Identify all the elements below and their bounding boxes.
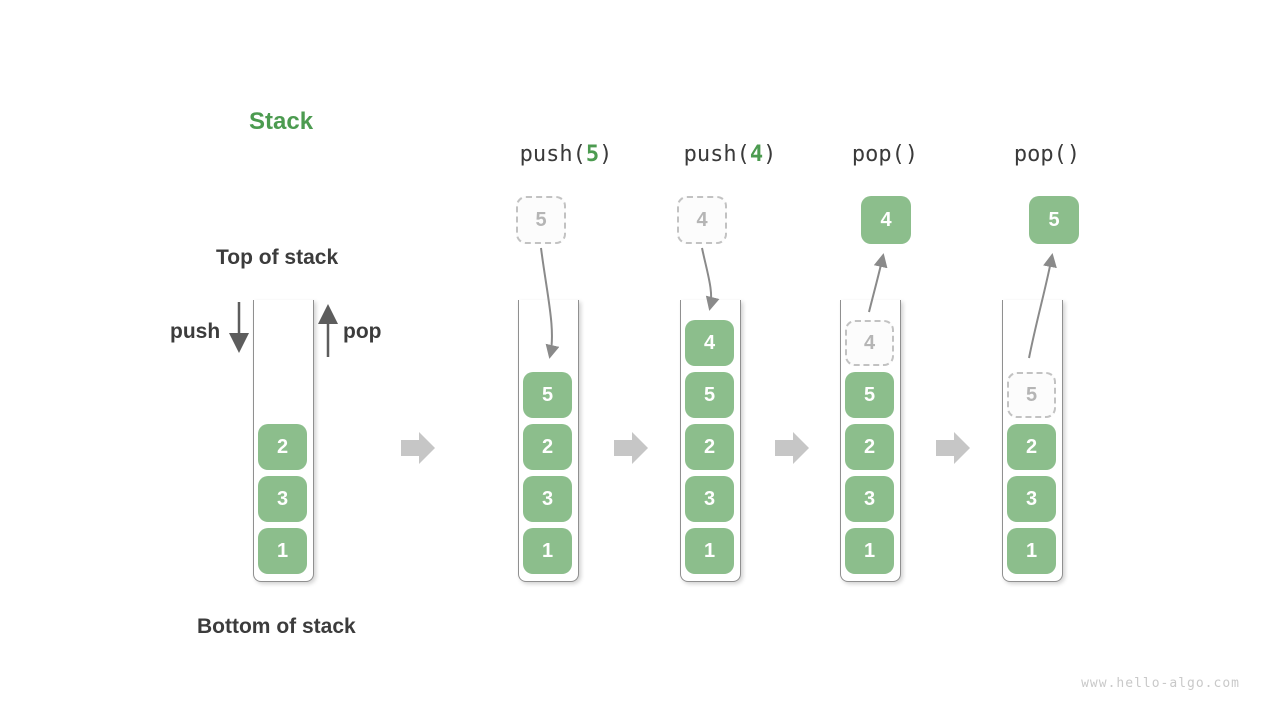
stack-cell: 1	[845, 528, 894, 574]
cell-value: 4	[703, 331, 716, 354]
stack-cell: 1	[258, 528, 307, 574]
op-label-push-5: push(5)	[520, 142, 613, 167]
stack-cell: 2	[523, 424, 572, 470]
op-label-pop-1: pop()	[852, 142, 918, 167]
cell-value: 4	[863, 331, 876, 354]
top-of-stack-label: Top of stack	[216, 246, 339, 269]
stack-cell: 3	[1007, 476, 1056, 522]
op-label-pop-2: pop()	[1014, 142, 1080, 167]
stack-cell: 5	[523, 372, 572, 418]
op-text: )	[599, 142, 613, 167]
op-label-push-4: push(4)	[684, 142, 777, 167]
stack-cell: 2	[845, 424, 894, 470]
cell-value: 3	[541, 487, 554, 510]
stack-cell: 2	[1007, 424, 1056, 470]
stack-cell: 1	[523, 528, 572, 574]
bottom-of-stack-label: Bottom of stack	[197, 615, 356, 638]
cell-value: 1	[276, 539, 289, 562]
stack-cell-ghost: 5	[1007, 372, 1056, 418]
cell-value: 4	[880, 208, 892, 231]
right-block-arrow-icon	[614, 432, 648, 464]
right-block-arrow-icon	[936, 432, 970, 464]
op-text: pop()	[851, 142, 919, 167]
stack-cell: 2	[258, 424, 307, 470]
push-label: push	[170, 320, 221, 343]
right-block-arrow-icon	[401, 432, 435, 464]
stack-cell: 3	[258, 476, 307, 522]
cell-value: 5	[541, 383, 554, 406]
pop-label: pop	[343, 320, 382, 343]
cell-value: 5	[863, 383, 876, 406]
cell-value: 5	[535, 208, 547, 231]
cell-value: 3	[863, 487, 876, 510]
floating-ghost-cell: 4	[677, 196, 727, 244]
op-text: push(	[519, 142, 586, 167]
stack-cell: 1	[685, 528, 734, 574]
floating-ghost-cell: 5	[516, 196, 566, 244]
op-text: push(	[683, 142, 750, 167]
floating-popped-cell: 5	[1029, 196, 1079, 244]
stack-cell: 3	[845, 476, 894, 522]
cell-value: 1	[703, 539, 716, 562]
op-text: )	[763, 142, 777, 167]
stack-cell: 4	[685, 320, 734, 366]
cell-value: 2	[541, 435, 554, 458]
diagram-title: Stack	[249, 108, 314, 135]
cell-value: 5	[1025, 383, 1038, 406]
stack-cell: 2	[685, 424, 734, 470]
cell-value: 3	[276, 487, 289, 510]
cell-value: 3	[703, 487, 716, 510]
curved-down-arrow-icon	[701, 247, 720, 311]
stack-cell: 5	[845, 372, 894, 418]
stack-container-4: 4 5 2 3 1	[840, 300, 901, 582]
cell-value: 2	[276, 435, 289, 458]
stack-container-2: 5 2 3 1	[518, 300, 579, 582]
cell-value: 1	[541, 539, 554, 562]
cell-value: 3	[1025, 487, 1038, 510]
stack-cell: 1	[1007, 528, 1056, 574]
cell-value: 2	[703, 435, 716, 458]
stack-container-1: 2 3 1	[253, 300, 314, 582]
stack-cell: 3	[523, 476, 572, 522]
floating-popped-cell: 4	[861, 196, 911, 244]
cell-value: 2	[1025, 435, 1038, 458]
stack-cell-ghost: 4	[845, 320, 894, 366]
cell-value: 5	[703, 383, 716, 406]
op-arg: 4	[749, 142, 764, 167]
right-block-arrow-icon	[775, 432, 809, 464]
stack-cell: 5	[685, 372, 734, 418]
cell-value: 2	[863, 435, 876, 458]
stack-cell: 3	[685, 476, 734, 522]
stack-container-3: 4 5 2 3 1	[680, 300, 741, 582]
cell-value: 1	[1025, 539, 1038, 562]
watermark: www.hello-algo.com	[1081, 676, 1240, 691]
op-text: pop()	[1013, 142, 1081, 167]
cell-value: 1	[863, 539, 876, 562]
cell-value: 4	[696, 208, 708, 231]
stack-container-5: 5 2 3 1	[1002, 300, 1063, 582]
op-arg: 5	[585, 142, 600, 167]
cell-value: 5	[1048, 208, 1060, 231]
